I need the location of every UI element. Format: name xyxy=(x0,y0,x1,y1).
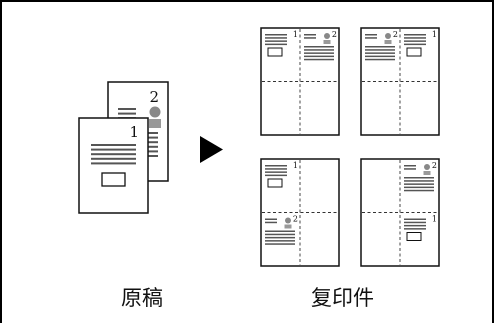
text-line xyxy=(91,157,136,160)
original-label: 原稿 xyxy=(121,286,163,310)
text-line xyxy=(91,153,136,156)
mini-text-line xyxy=(365,34,377,36)
mini-text-line xyxy=(265,168,287,170)
mini-text-line xyxy=(304,55,334,58)
mini-picture-box xyxy=(406,47,422,57)
mini-text-line xyxy=(404,165,416,167)
mini-text-line xyxy=(404,34,426,36)
mini-text-line xyxy=(404,40,426,42)
mini-page-number: 1 xyxy=(432,30,437,39)
mini-text-line xyxy=(404,37,426,39)
sheet-border xyxy=(78,117,149,214)
mini-text-line xyxy=(304,52,334,54)
mini-text-line xyxy=(265,240,295,242)
copy-sheet-4: 21 xyxy=(360,158,440,267)
mini-text-line xyxy=(265,233,295,236)
mini-picture-box xyxy=(406,232,422,241)
mini-text-line xyxy=(265,171,287,173)
arrow-icon xyxy=(200,136,223,163)
mini-text-line xyxy=(304,46,334,48)
mini-page-number: 2 xyxy=(393,30,398,39)
mini-person-body xyxy=(384,40,392,44)
mini-picture-box xyxy=(267,178,283,188)
mini-text-line xyxy=(265,165,287,167)
mini-text-line xyxy=(404,186,434,189)
mini-text-line xyxy=(265,174,287,177)
mini-person-body xyxy=(284,224,292,229)
mini-person-head xyxy=(385,33,391,39)
copy-sheet-3: 12 xyxy=(260,158,340,267)
mini-text-line xyxy=(404,228,426,230)
mini-picture-box xyxy=(267,47,283,57)
mini-text-line xyxy=(265,40,287,42)
picture-box xyxy=(101,172,126,187)
mini-text-line xyxy=(265,218,277,220)
mini-person-body xyxy=(423,171,431,175)
mini-page-number: 2 xyxy=(432,161,437,170)
mini-text-line xyxy=(265,243,295,245)
mini-text-line xyxy=(404,224,426,227)
text-line xyxy=(118,108,136,110)
mini-person-body xyxy=(323,40,331,44)
mini-text-line xyxy=(265,221,277,224)
text-line xyxy=(91,148,136,151)
mini-text-line xyxy=(404,168,416,170)
page-number: 2 xyxy=(149,88,159,106)
copies-label: 复印件 xyxy=(311,286,374,310)
mini-text-line xyxy=(365,58,395,61)
text-line xyxy=(91,144,136,146)
mini-page-number: 1 xyxy=(293,30,298,39)
mini-text-line xyxy=(265,230,295,232)
mini-text-line xyxy=(265,34,287,36)
mini-text-line xyxy=(304,34,316,36)
mini-page-number: 2 xyxy=(332,30,337,39)
original-page-1: 1 xyxy=(78,117,149,214)
mini-text-line xyxy=(404,43,426,46)
mini-text-line xyxy=(404,180,434,182)
text-line xyxy=(118,112,136,115)
mini-text-line xyxy=(265,43,287,46)
mini-page-number: 1 xyxy=(432,215,437,224)
mini-text-line xyxy=(304,58,334,61)
mini-text-line xyxy=(365,49,395,51)
mini-text-line xyxy=(365,52,395,54)
mini-text-line xyxy=(404,218,426,220)
mini-text-line xyxy=(404,177,434,179)
mini-text-line xyxy=(365,37,377,39)
text-line xyxy=(91,162,136,165)
person-body xyxy=(149,119,161,128)
mini-text-line xyxy=(404,189,434,192)
mini-text-line xyxy=(365,55,395,58)
mini-person-head xyxy=(285,217,291,224)
page-number: 1 xyxy=(129,123,139,141)
mini-text-line xyxy=(265,37,287,39)
mini-text-line xyxy=(404,221,426,224)
mini-text-line xyxy=(404,183,434,185)
mini-page-number: 2 xyxy=(293,215,298,224)
mini-person-head xyxy=(424,164,430,170)
mini-page-number: 1 xyxy=(293,161,298,170)
mini-text-line xyxy=(304,49,334,51)
mini-text-line xyxy=(265,236,295,239)
mini-text-line xyxy=(304,37,316,39)
mini-person-head xyxy=(324,33,330,39)
person-head xyxy=(149,106,161,118)
mini-text-line xyxy=(365,46,395,48)
